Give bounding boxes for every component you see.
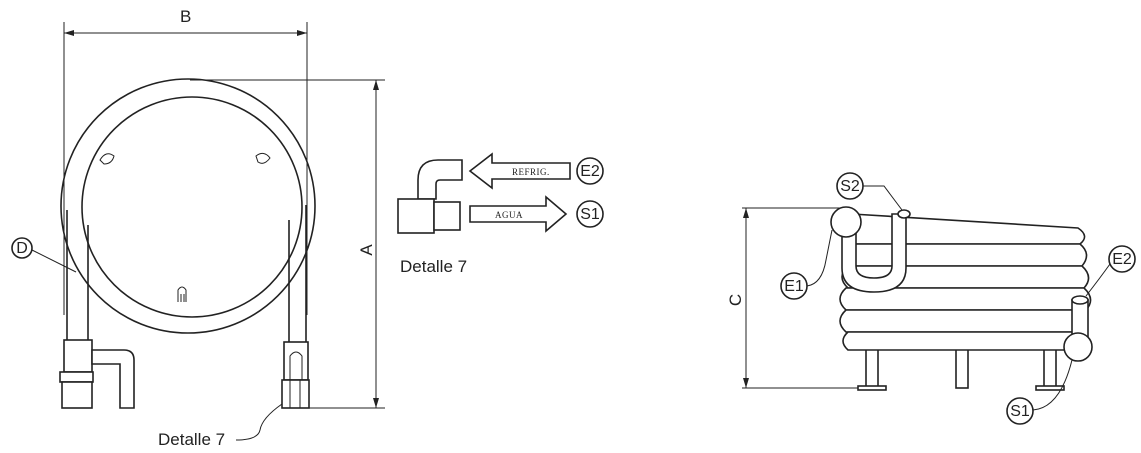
right-pipe [281, 205, 310, 409]
dimension-a: A [190, 79, 385, 409]
arrow-agua-label: AGUA [495, 210, 523, 220]
dimension-a-label: A [357, 244, 376, 256]
dimension-c-label: C [726, 294, 745, 306]
detail-elbow [417, 159, 463, 200]
side-label-s1: S1 [1010, 403, 1030, 420]
front-view: B A [11, 7, 385, 449]
dimension-c: C [726, 207, 872, 389]
detail-fitting-nut [433, 201, 461, 231]
side-label-e1: E1 [784, 278, 804, 295]
side-label-e2: E2 [1112, 251, 1132, 268]
detail-7-title: Detalle 7 [400, 257, 467, 276]
support-legs [857, 339, 1065, 391]
arrow-refrig-label: REFRIG. [512, 167, 550, 177]
detail-7-view: REFRIG. E2 AGUA S1 Detalle 7 [397, 152, 604, 276]
arrow-refrig: REFRIG. [468, 152, 571, 190]
outlet-s2-stub [897, 209, 911, 219]
callout-detail-7: Detalle 7 [158, 403, 283, 449]
callout-d: D [11, 237, 77, 273]
detail-label-s1: S1 [580, 206, 600, 223]
detail-7-ref-label: Detalle 7 [158, 430, 225, 449]
detail-label-e2-circle [576, 157, 604, 185]
dimension-b-label: B [180, 7, 191, 26]
coil-inner-ring [81, 96, 303, 318]
arrow-agua: AGUA [469, 195, 568, 233]
detail-label-s1-circle [576, 200, 604, 228]
detail-fitting-body [397, 198, 435, 234]
outlet-s1-ball [1063, 332, 1093, 362]
left-pipe [59, 210, 135, 409]
u-bend-pipe [841, 213, 907, 293]
coil-outer-ring [60, 78, 316, 334]
outlet-e2-stub [1071, 295, 1089, 305]
side-label-s2: S2 [840, 178, 860, 195]
callout-d-circle [11, 237, 33, 259]
side-label-s1-circle [1006, 397, 1034, 425]
detail-label-e2: E2 [580, 163, 600, 180]
side-label-e2-circle [1108, 245, 1136, 273]
callout-d-label: D [16, 240, 28, 257]
side-view: C S2 [726, 172, 1136, 425]
inlet-e1-ball [830, 206, 862, 238]
